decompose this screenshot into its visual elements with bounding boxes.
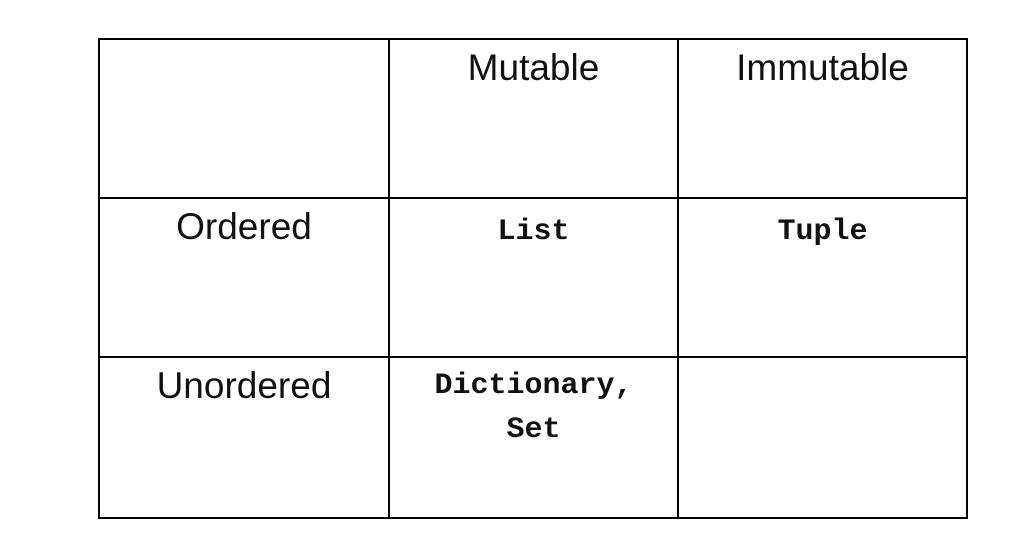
type-dictionary: Dictionary, bbox=[434, 369, 633, 403]
table-row-ordered: Ordered List Tuple bbox=[98, 197, 968, 358]
mutability-table: Mutable Immutable Ordered List Tuple Uno… bbox=[98, 38, 968, 519]
type-set: Set bbox=[506, 413, 561, 447]
cell-ordered-immutable: Tuple bbox=[677, 197, 968, 358]
type-list: List bbox=[497, 215, 570, 249]
cell-ordered-mutable: List bbox=[388, 197, 679, 358]
table-row-unordered: Unordered Dictionary, Set bbox=[98, 356, 968, 519]
cell-unordered-mutable: Dictionary, Set bbox=[388, 356, 679, 519]
header-cell-immutable: Immutable bbox=[677, 38, 968, 199]
header-row: Mutable Immutable bbox=[98, 38, 968, 199]
header-mutable-label: Mutable bbox=[467, 47, 600, 88]
type-tuple: Tuple bbox=[777, 215, 868, 249]
row-header-ordered: Ordered bbox=[98, 197, 390, 358]
row-label-ordered: Ordered bbox=[176, 206, 312, 247]
corner-cell bbox=[98, 38, 390, 199]
row-header-unordered: Unordered bbox=[98, 356, 390, 519]
row-label-unordered: Unordered bbox=[156, 365, 332, 406]
header-cell-mutable: Mutable bbox=[388, 38, 679, 199]
header-immutable-label: Immutable bbox=[736, 47, 909, 88]
cell-unordered-immutable bbox=[677, 356, 968, 519]
